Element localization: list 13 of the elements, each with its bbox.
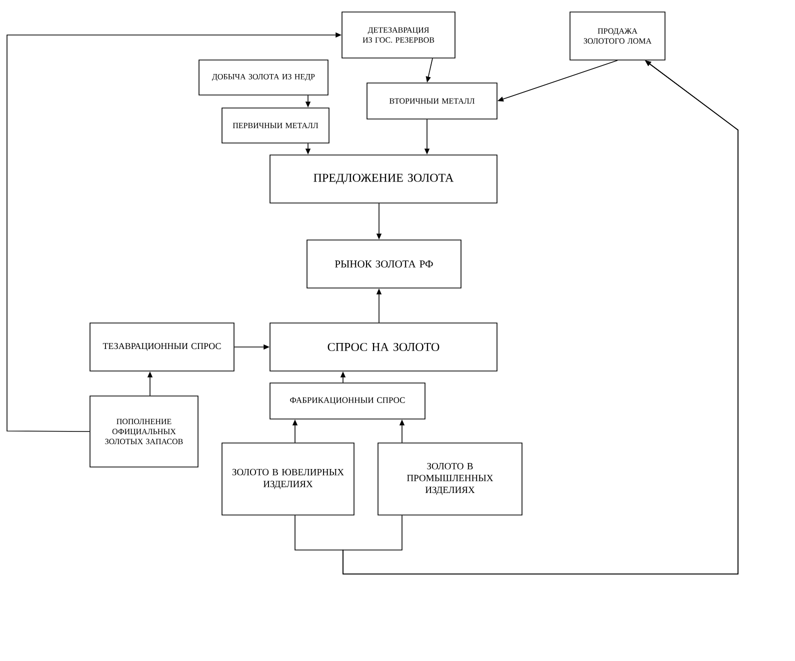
process-box: ФАБРИКАЦИОННЫИ СПРОС (270, 382, 426, 420)
process-box: ПЕРВИЧНЫИ МЕТАЛЛ (222, 108, 330, 144)
process-box: ПРОДАЖА ЗОЛОТОГО ЛОМА (570, 12, 666, 60)
process-box: РЫНОК ЗОЛОТА РФ (306, 240, 462, 288)
process-box: ДЕТЕЗАВРАЦИЯ ИЗ ГОС. РЕЗЕРВОВ (342, 12, 456, 58)
process-box: ЗОЛОТО В ЮВЕЛИРНЫХ ИЗДЕЛИЯХ (222, 442, 354, 516)
process-box: ДОБЫЧА ЗОЛОТА ИЗ НЕДР (198, 60, 328, 96)
process-box: ВТОРИЧНЫИ МЕТАЛЛ (366, 82, 498, 120)
process-box: ЗОЛОТО В ПРОМЫШЛЕННЫХ ИЗДЕЛИЯХ (378, 442, 522, 516)
process-box: ПОПОЛНЕНИЕ ОФИЦИАЛЬНЫХ ЗОЛОТЫХ ЗАПАСОВ (90, 396, 198, 468)
process-box: ПРЕДЛОЖЕНИЕ ЗОЛОТА (270, 154, 498, 204)
process-box: СПРОС НА ЗОЛОТО (270, 322, 498, 372)
process-box: ТЕЗАВРАЦИОННЫИ СПРОС (90, 322, 234, 372)
